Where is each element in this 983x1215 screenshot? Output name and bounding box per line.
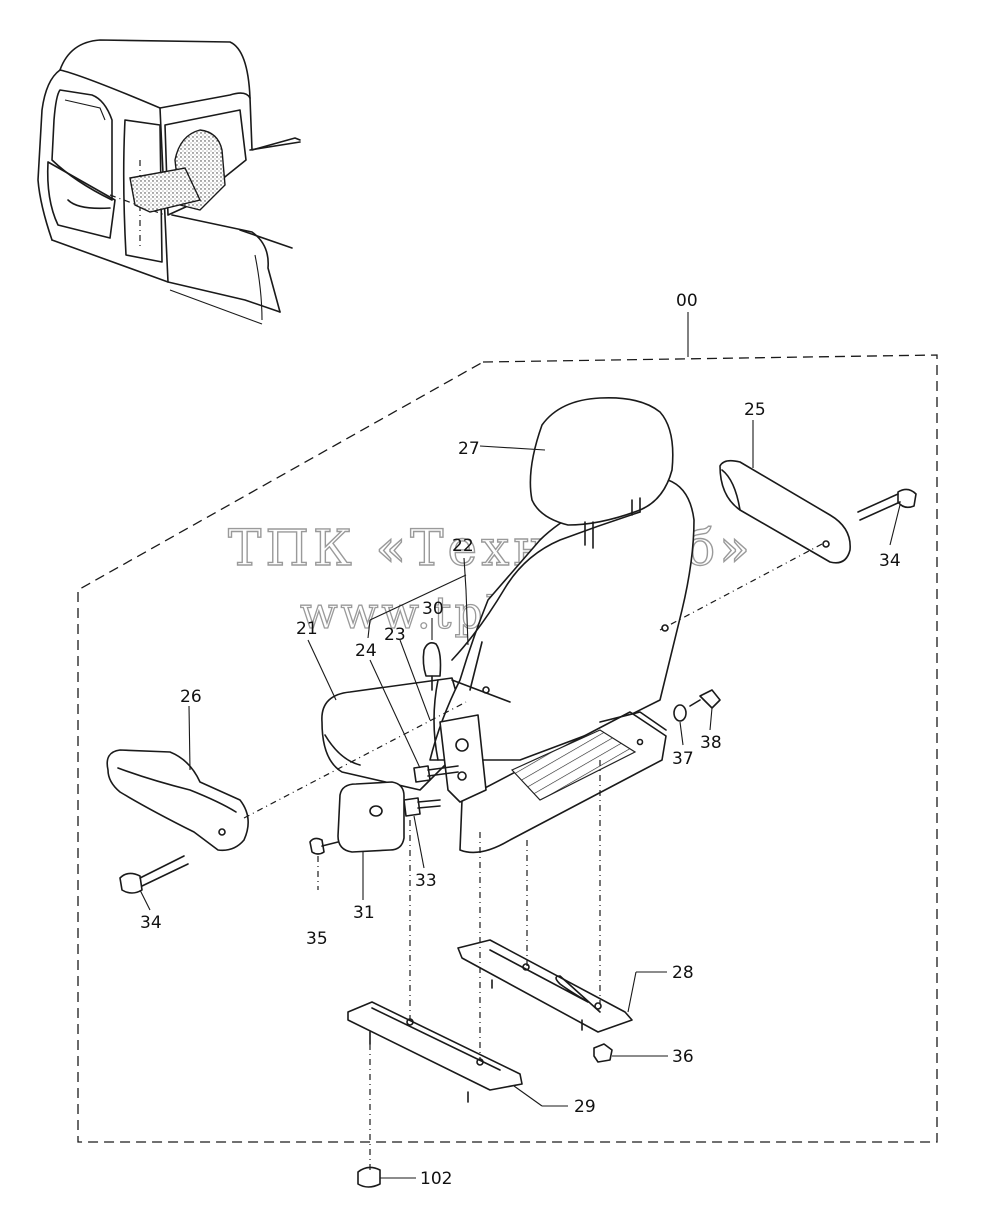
- nut-36: [593, 1043, 613, 1063]
- label-25: 25: [744, 400, 766, 420]
- label-30: 30: [422, 599, 444, 619]
- cab-location-inset: [37, 39, 301, 325]
- seat-base: [459, 711, 667, 854]
- assembly-lines: [243, 543, 823, 1170]
- leader-lines: [139, 420, 901, 1179]
- side-bracket: [433, 679, 487, 803]
- label-37: 37: [672, 749, 694, 769]
- label-24: 24: [355, 641, 377, 661]
- seat-rail-29: [347, 1001, 523, 1103]
- bolt-34-left: [119, 855, 189, 894]
- label-36: 36: [672, 1047, 694, 1067]
- side-cover: [337, 781, 405, 853]
- assembly-boundary: [77, 354, 938, 1143]
- label-26: 26: [180, 687, 202, 707]
- bolt-33: [403, 797, 441, 817]
- label-34-right: 34: [879, 551, 901, 571]
- label-22: 22: [452, 536, 474, 556]
- label-28: 28: [672, 963, 694, 983]
- label-35: 35: [306, 929, 328, 949]
- label-34-left: 34: [140, 913, 162, 933]
- bolt-38: [689, 689, 721, 709]
- label-27: 27: [458, 439, 480, 459]
- label-31: 31: [353, 903, 375, 923]
- label-23: 23: [384, 625, 406, 645]
- bolt-24: [413, 765, 459, 783]
- label-33: 33: [415, 871, 437, 891]
- label-assembly: 00: [676, 291, 698, 311]
- label-38: 38: [700, 733, 722, 753]
- seat-rail-28: [457, 939, 633, 1033]
- label-29: 29: [574, 1097, 596, 1117]
- armrest-right: [719, 459, 851, 564]
- bolt-34-right: [857, 488, 917, 521]
- armrest-left: [106, 749, 249, 852]
- label-21: 21: [296, 619, 318, 639]
- screw-35: [309, 837, 339, 855]
- nut-102: [357, 1166, 381, 1188]
- adjust-knob: [422, 642, 442, 677]
- label-102: 102: [420, 1169, 452, 1189]
- washer-37: [673, 704, 687, 722]
- headrest: [529, 396, 674, 549]
